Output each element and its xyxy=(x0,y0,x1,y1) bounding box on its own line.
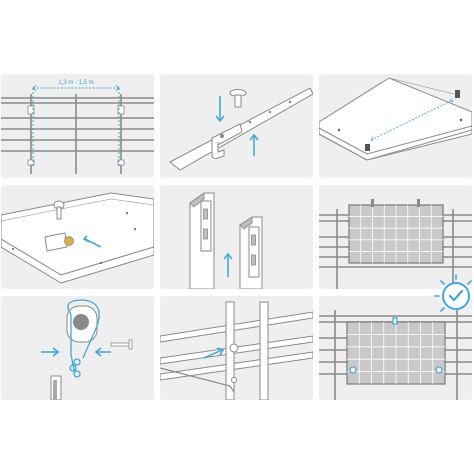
bolt-hook-illustration xyxy=(169,87,313,171)
fix-to-railing-illustration xyxy=(160,301,313,400)
step-7-panel xyxy=(1,296,154,400)
railing-dimension-illustration: 1,3 m - 1,5 m xyxy=(1,80,154,174)
step-8-panel xyxy=(160,296,313,400)
bracket-rails-illustration xyxy=(189,192,263,289)
step-4-panel xyxy=(1,185,154,289)
step-2-panel xyxy=(160,74,313,178)
knob-tighten-illustration xyxy=(1,192,154,284)
step-6-panel xyxy=(319,185,472,289)
frame-corner-illustration xyxy=(319,77,472,161)
step-9-panel xyxy=(319,296,472,400)
safety-cable-illustration xyxy=(41,299,133,400)
installation-complete-illustration xyxy=(319,310,472,400)
checkmark-icon xyxy=(434,274,472,312)
step-3-panel xyxy=(319,74,472,178)
step-5-panel xyxy=(160,185,313,289)
step-1-panel: 1,3 m - 1,5 m xyxy=(1,74,154,178)
dimension-label: 1,3 m - 1,5 m xyxy=(58,80,93,86)
panel-on-railing-illustration xyxy=(319,199,472,289)
